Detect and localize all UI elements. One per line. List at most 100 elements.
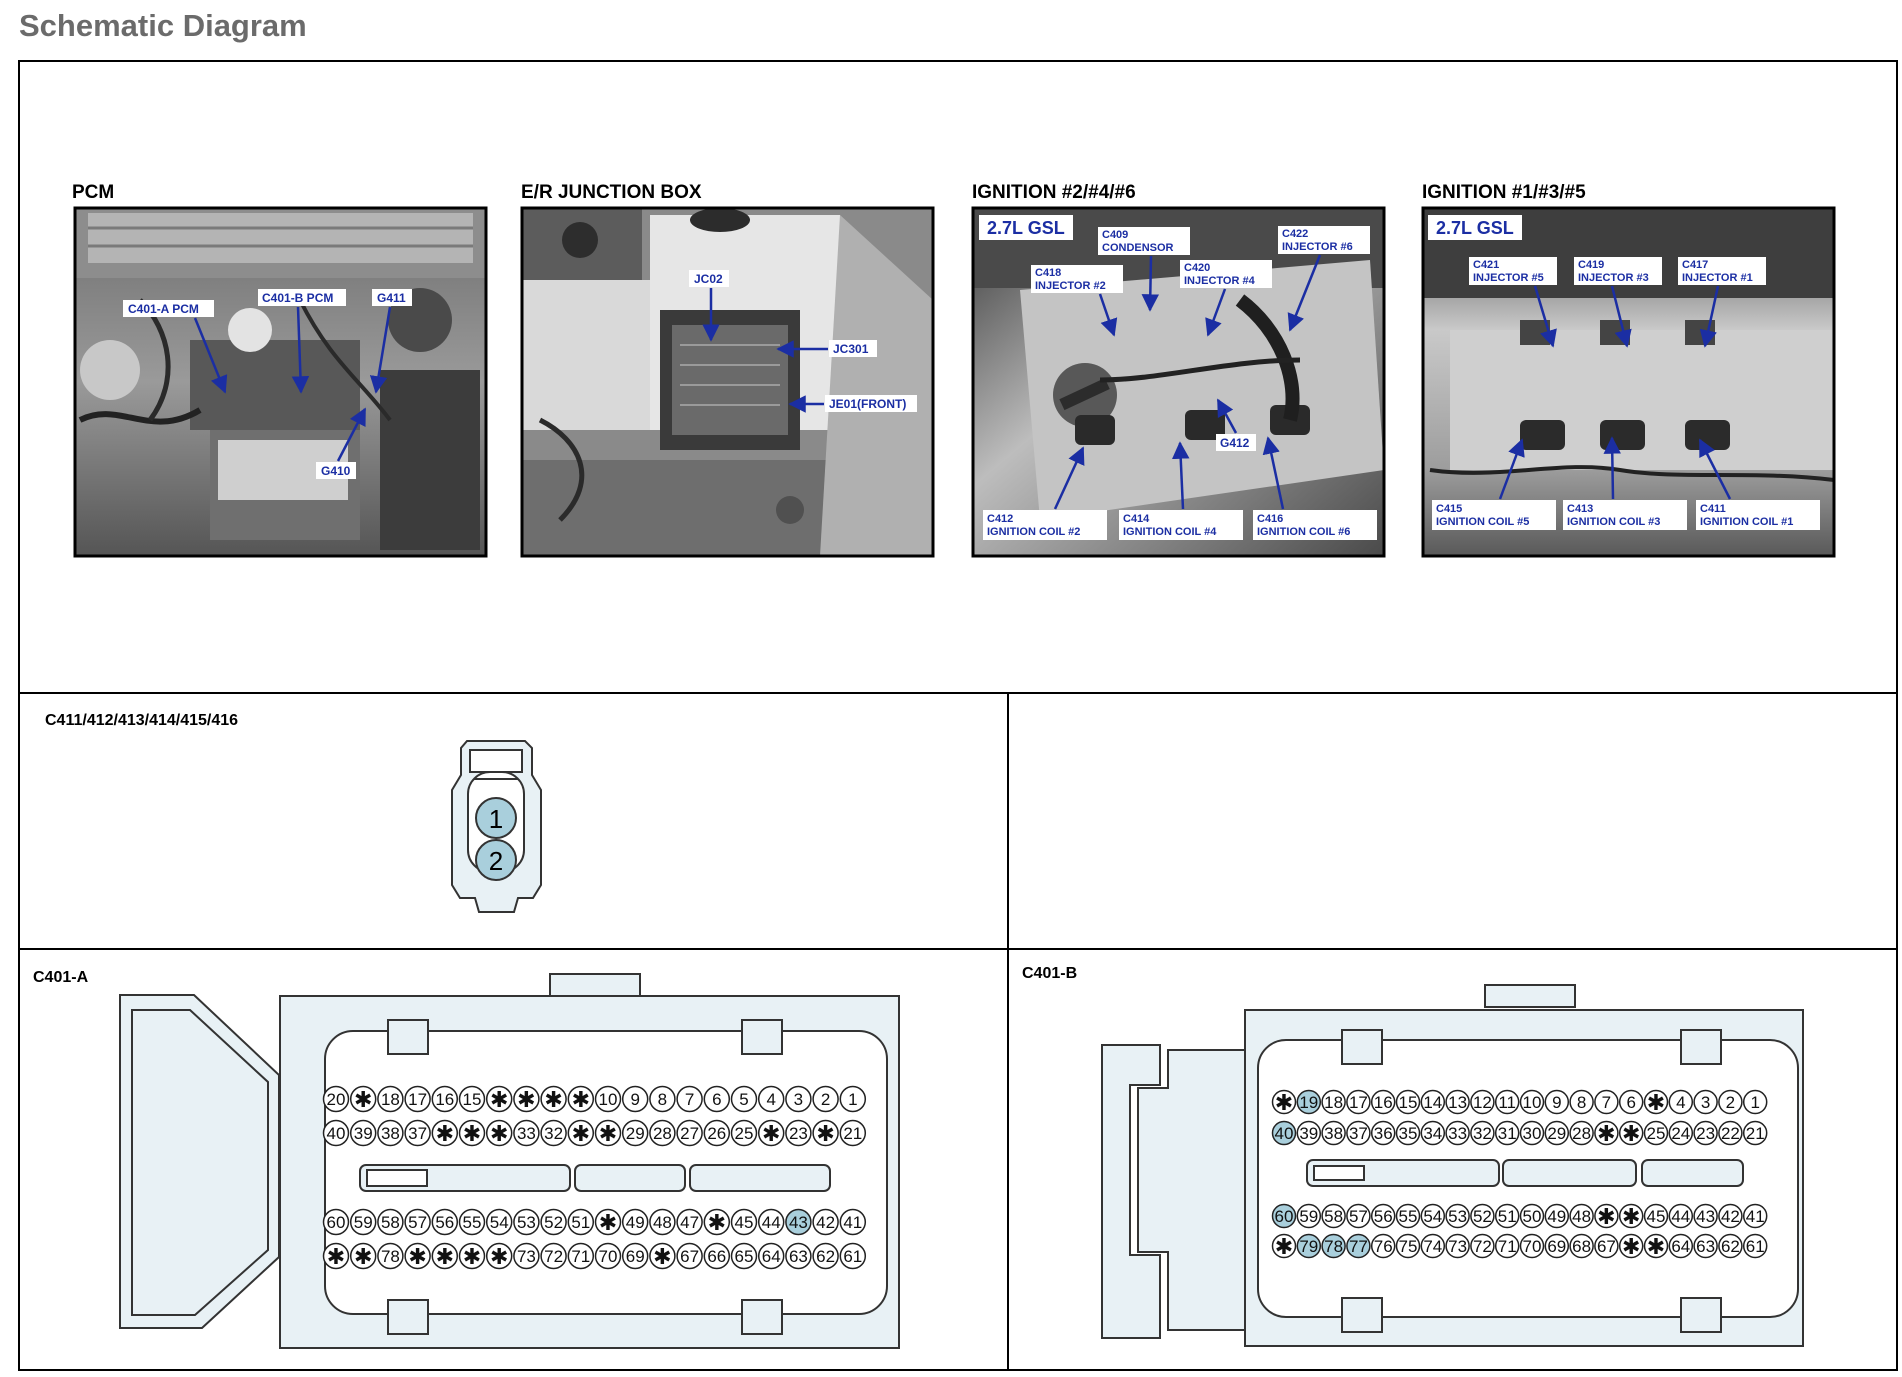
photo-panel-ignition-246: IGNITION #2/#4/#6 2.7L GSL C409 CONDENSO… [971, 182, 1386, 558]
c401b-pin-label: 51 [1498, 1207, 1517, 1226]
c401b-pin: 54 [1420, 1203, 1446, 1229]
c401b-pin: 17 [1346, 1089, 1371, 1115]
svg-text:2.7L GSL: 2.7L GSL [1436, 218, 1514, 238]
c401a-pin: ✱ [322, 1242, 350, 1270]
c401b-pin: 28 [1569, 1120, 1594, 1146]
c401a-pin: 52 [540, 1208, 567, 1236]
c401a-pin-label: 28 [653, 1124, 672, 1143]
c401b-pin: ✱ [1594, 1120, 1619, 1146]
c401a-pin-label: 4 [766, 1090, 775, 1109]
c401b-pin-label: 58 [1324, 1207, 1343, 1226]
c401b-pin: 64 [1668, 1233, 1694, 1259]
svg-text:G412: G412 [1220, 436, 1250, 450]
c401b-pin: 77 [1346, 1233, 1371, 1259]
c401a-housing [119, 973, 900, 1349]
c401b-pin: 3 [1693, 1089, 1718, 1115]
c401b-pin-label: 78 [1324, 1237, 1343, 1256]
c401b-pin-label: 52 [1473, 1207, 1492, 1226]
c401b-pin: 69 [1544, 1233, 1570, 1259]
c401b-pin-label: 53 [1448, 1207, 1467, 1226]
c401b-pin: ✱ [1271, 1233, 1297, 1259]
c401a-pin: 61 [839, 1242, 867, 1270]
c401b-pin-label: ✱ [1597, 1204, 1615, 1229]
c401b-pin-label: 67 [1597, 1237, 1616, 1256]
c401b-pin-label: ✱ [1647, 1234, 1665, 1259]
svg-text:1: 1 [489, 804, 503, 834]
c401a-pin: 40 [322, 1119, 350, 1147]
c401b-pin-label: ✱ [1622, 1234, 1640, 1259]
connector-title: C401-A [33, 969, 89, 986]
c401a-pin-label: 62 [816, 1247, 835, 1266]
c401b-pin-label: 21 [1746, 1124, 1765, 1143]
engine-photo [520, 206, 935, 558]
c401a-pin-label: ✱ [572, 1087, 590, 1112]
callout-c415: C415 IGNITION COIL #5 [1432, 438, 1556, 530]
c401b-pin: ✱ [1618, 1120, 1644, 1146]
svg-text:C422: C422 [1282, 228, 1308, 240]
coil-pin-2: 2 [475, 839, 517, 881]
c401a-pin: 53 [513, 1208, 540, 1236]
c401a-pin: ✱ [513, 1085, 540, 1113]
c401a-pin-label: 56 [435, 1213, 454, 1232]
c401a-pin: 18 [377, 1085, 404, 1113]
svg-text:C421: C421 [1473, 259, 1499, 271]
c401a-pin: ✱ [431, 1119, 459, 1147]
c401a-pin-label: 27 [680, 1124, 699, 1143]
c401a-pin: 72 [540, 1242, 567, 1270]
c401b-pin: 57 [1346, 1203, 1371, 1229]
c401a-pin: 49 [621, 1208, 649, 1236]
c401b-pin-label: 63 [1696, 1237, 1715, 1256]
callout-c421: C421 INJECTOR #5 [1469, 257, 1557, 348]
c401a-pin-label: ✱ [490, 1087, 508, 1112]
c401b-pin-label: 41 [1746, 1207, 1765, 1226]
c401b-pin-label: 61 [1746, 1237, 1765, 1256]
c401b-pin-label: 19 [1299, 1093, 1318, 1112]
c401b-pin-label: 33 [1448, 1124, 1467, 1143]
c401a-pin-label: 67 [680, 1247, 699, 1266]
photo-panel-pcm: PCM C401-A PCM C401-B PCM [72, 182, 488, 558]
c401a-pin-label: 8 [658, 1090, 667, 1109]
c401a-pin: 38 [377, 1119, 404, 1147]
c401b-pin-label: 31 [1498, 1124, 1517, 1143]
c401a-pin: 23 [785, 1119, 812, 1147]
c401a-pin: 17 [404, 1085, 431, 1113]
c401a-pin-label: 20 [327, 1090, 346, 1109]
c401b-pin-label: 70 [1523, 1237, 1542, 1256]
c401a-pin: 27 [676, 1119, 703, 1147]
c401b-pin-label: 76 [1374, 1237, 1393, 1256]
c401b-pin: 15 [1395, 1089, 1421, 1115]
svg-text:C417: C417 [1682, 259, 1708, 271]
c401b-pin: 53 [1445, 1203, 1470, 1229]
photo-title: E/R JUNCTION BOX [521, 182, 702, 203]
c401a-pin: ✱ [431, 1242, 459, 1270]
callout-je01: JE01(FRONT) [788, 395, 917, 413]
c401b-pin-label: 16 [1374, 1093, 1393, 1112]
svg-text:C420: C420 [1184, 262, 1210, 274]
c401a-pin: ✱ [485, 1242, 513, 1270]
c401b-pin-label: 4 [1676, 1093, 1685, 1112]
c401b-pin: ✱ [1618, 1203, 1644, 1229]
c401a-pin-label: 73 [517, 1247, 536, 1266]
c401b-pin-label: 59 [1299, 1207, 1318, 1226]
c401b-pin: 2 [1718, 1089, 1743, 1115]
c401a-pin-label: 17 [408, 1090, 427, 1109]
c401b-pin: 62 [1718, 1233, 1743, 1259]
c401b-pin-label: 29 [1547, 1124, 1566, 1143]
c401a-pin-label: ✱ [463, 1244, 481, 1269]
badge-2-7l-gsl: 2.7L GSL [1428, 215, 1522, 240]
c401b-pin-label: 71 [1498, 1237, 1517, 1256]
c401b-pin-label: ✱ [1597, 1121, 1615, 1146]
c401b-pin-label: 74 [1423, 1237, 1442, 1256]
c401a-pin-label: ✱ [599, 1210, 617, 1235]
svg-text:G410: G410 [321, 464, 351, 478]
callout-c401a: C401-A PCM [123, 300, 228, 394]
svg-text:IGNITION COIL #1: IGNITION COIL #1 [1700, 516, 1793, 528]
c401a-pin-label: 58 [381, 1213, 400, 1232]
c401b-pin-label: 57 [1349, 1207, 1368, 1226]
c401a-pin-label: 25 [735, 1124, 754, 1143]
c401a-pin-label: 39 [354, 1124, 373, 1143]
c401b-pin: ✱ [1618, 1233, 1644, 1259]
c401a-pin-label: 52 [544, 1213, 563, 1232]
c401a-pin: 45 [730, 1208, 758, 1236]
